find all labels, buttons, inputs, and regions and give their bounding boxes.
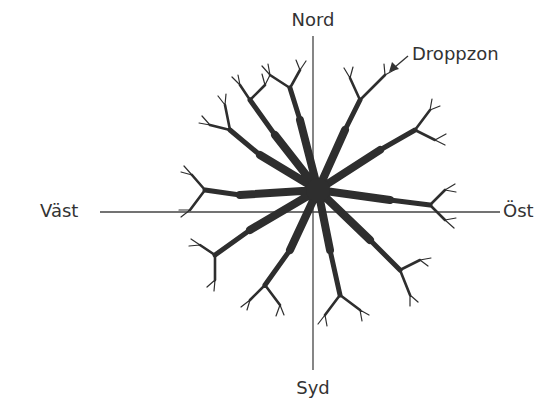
direction-label: Väst [40,200,78,222]
west-east-axis [100,211,500,212]
leader-line [395,56,408,67]
forked-branches [190,70,445,315]
direction-label: Öst [503,200,534,222]
secondary-branches [205,88,430,295]
tree-branches [179,60,456,326]
main-branches [240,120,390,250]
callout-label: Droppzon [412,43,499,65]
twigs [179,60,456,326]
direction-label: Syd [296,377,330,399]
callout-arrow [389,56,408,72]
compass-axes [100,36,500,370]
direction-label: Nord [292,9,335,31]
arrowhead [389,62,399,72]
trunk [306,178,330,202]
